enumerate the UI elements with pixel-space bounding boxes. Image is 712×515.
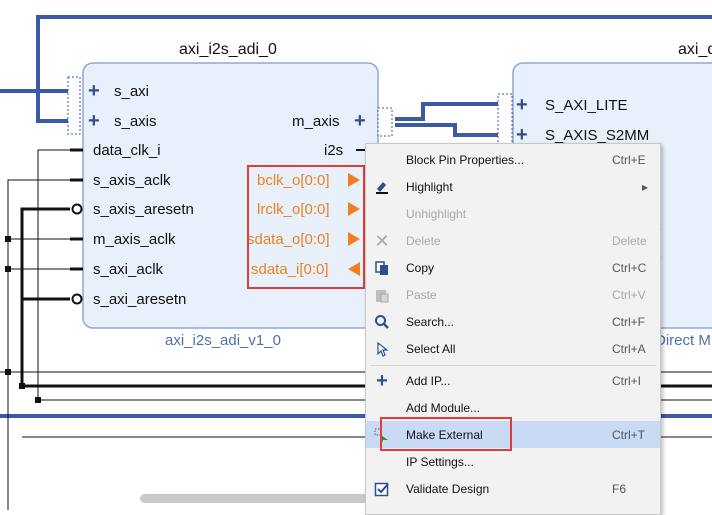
pin-s-axis-aclk[interactable]: s_axis_aclk [93, 172, 171, 189]
add-icon: + [376, 370, 388, 392]
pin-s-axis-aresetn[interactable]: s_axis_aresetn [93, 201, 194, 218]
submenu-arrow-icon: ▸ [642, 180, 649, 194]
block-module-name: axi_i2s_adi_v1_0 [165, 332, 281, 349]
pin-s-axis-s2mm[interactable]: S_AXIS_S2MM [545, 127, 650, 144]
port-bclk-o[interactable]: bclk_o[0:0] [257, 172, 330, 189]
port-arrow-lrclk [348, 202, 360, 216]
port-arrow-sdata-o [348, 232, 360, 246]
context-menu: Block Pin Properties... Ctrl+E Highlight… [365, 143, 661, 515]
menu-item-block-pin-properties[interactable]: Block Pin Properties... Ctrl+E [366, 146, 660, 173]
block-instance-name: axi_i2s_adi_0 [179, 41, 277, 58]
menu-item-search[interactable]: Search... Ctrl+F [366, 308, 660, 335]
menu-item-label: Validate Design [406, 482, 490, 496]
selection-highlight-box-ports [247, 165, 365, 289]
menu-item-make-external[interactable]: Make External Ctrl+T [366, 421, 660, 448]
selection-highlight-box-make-external [380, 417, 512, 451]
menu-item-label: Highlight [406, 180, 453, 194]
menu-item-shortcut: Ctrl+T [612, 428, 645, 442]
expand-s-axi-icon[interactable]: + [88, 80, 100, 102]
select-all-icon [374, 341, 390, 357]
menu-item-label: Delete [406, 234, 441, 248]
pin-s-axi-aresetn[interactable]: s_axi_aresetn [93, 291, 187, 308]
expand-s-axis-icon[interactable]: + [88, 110, 100, 132]
menu-item-shortcut: Ctrl+A [612, 342, 646, 356]
menu-item-validate-design[interactable]: Validate Design F6 [366, 475, 660, 502]
menu-item-label: Make External [406, 428, 483, 442]
bus-wire-m-axis-1 [395, 102, 500, 121]
menu-item-label: Add IP... [406, 374, 451, 388]
pin-m-axis-aclk[interactable]: m_axis_aclk [93, 231, 176, 248]
bus-wire-top-loop [36, 15, 712, 123]
right-block-instance-name: axi_d [678, 41, 712, 58]
pin-m-axis[interactable]: m_axis [292, 113, 340, 130]
menu-item-delete[interactable]: ✕ Delete Delete [366, 227, 660, 254]
menu-item-label: Search... [406, 315, 455, 329]
menu-item-copy[interactable]: Copy Ctrl+C [366, 254, 660, 281]
pin-s-axis[interactable]: s_axis [114, 113, 157, 130]
menu-item-shortcut: Ctrl+E [612, 153, 646, 167]
menu-separator [370, 365, 656, 366]
port-sdata-o[interactable]: sdata_o[0:0] [247, 231, 330, 248]
reset-bubble-s-axi-aresetn [71, 293, 83, 305]
port-arrow-sdata-i [348, 262, 360, 276]
pin-data-clk-i[interactable]: data_clk_i [93, 142, 161, 159]
pin-s-axi[interactable]: s_axi [114, 83, 150, 100]
menu-item-shortcut: Ctrl+C [612, 261, 647, 275]
menu-item-paste[interactable]: Paste Ctrl+V [366, 281, 660, 308]
external-port-arrows [348, 173, 360, 276]
menu-item-label: Unhighlight [406, 207, 467, 221]
expand-s-axi-lite-icon[interactable]: + [516, 94, 528, 116]
menu-item-label: Paste [406, 288, 437, 302]
menu-item-add-ip[interactable]: + Add IP... Ctrl+I [366, 367, 660, 394]
menu-item-label: Block Pin Properties... [406, 153, 525, 167]
menu-item-shortcut: F6 [612, 482, 627, 496]
menu-item-label: Copy [406, 261, 435, 275]
bus-wire-m-axis-2 [395, 123, 500, 137]
copy-icon [374, 260, 390, 276]
pin-i2s[interactable]: i2s [324, 142, 344, 159]
menu-item-select-all[interactable]: Select All Ctrl+A [366, 335, 660, 362]
menu-item-label: IP Settings... [406, 455, 474, 469]
menu-item-shortcut: Ctrl+I [612, 374, 642, 388]
horizontal-scrollbar[interactable] [140, 494, 368, 503]
wire-junctions [5, 236, 41, 403]
reset-bubble-s-axis-aresetn [71, 203, 83, 215]
validate-icon [374, 481, 390, 497]
port-lrclk-o[interactable]: lrclk_o[0:0] [257, 201, 330, 218]
menu-item-shortcut: Ctrl+V [612, 288, 646, 302]
port-arrow-bclk [348, 173, 360, 187]
pin-s-axi-aclk[interactable]: s_axi_aclk [93, 261, 164, 278]
highlighter-icon [374, 179, 390, 195]
delete-x-icon: ✕ [374, 231, 390, 251]
menu-item-highlight[interactable]: Highlight ▸ [366, 173, 660, 200]
paste-icon [374, 287, 390, 303]
menu-item-unhighlight[interactable]: Unhighlight [366, 200, 660, 227]
menu-item-ip-settings[interactable]: IP Settings... [366, 448, 660, 475]
expand-s-axis-s2mm-icon[interactable]: + [516, 124, 528, 146]
wire-s-axis-aclk [7, 179, 70, 510]
menu-item-add-module[interactable]: Add Module... [366, 394, 660, 421]
menu-item-shortcut: Ctrl+F [612, 315, 645, 329]
port-sdata-i[interactable]: sdata_i[0:0] [251, 261, 329, 278]
pin-s-axi-lite[interactable]: S_AXI_LITE [545, 97, 628, 114]
search-icon [374, 314, 390, 330]
right-block-module-name: Direct M [655, 332, 711, 349]
menu-item-label: Select All [406, 342, 456, 356]
menu-item-shortcut: Delete [612, 234, 647, 248]
menu-item-label: Add Module... [406, 401, 481, 415]
expand-m-axis-icon[interactable]: + [354, 110, 366, 132]
